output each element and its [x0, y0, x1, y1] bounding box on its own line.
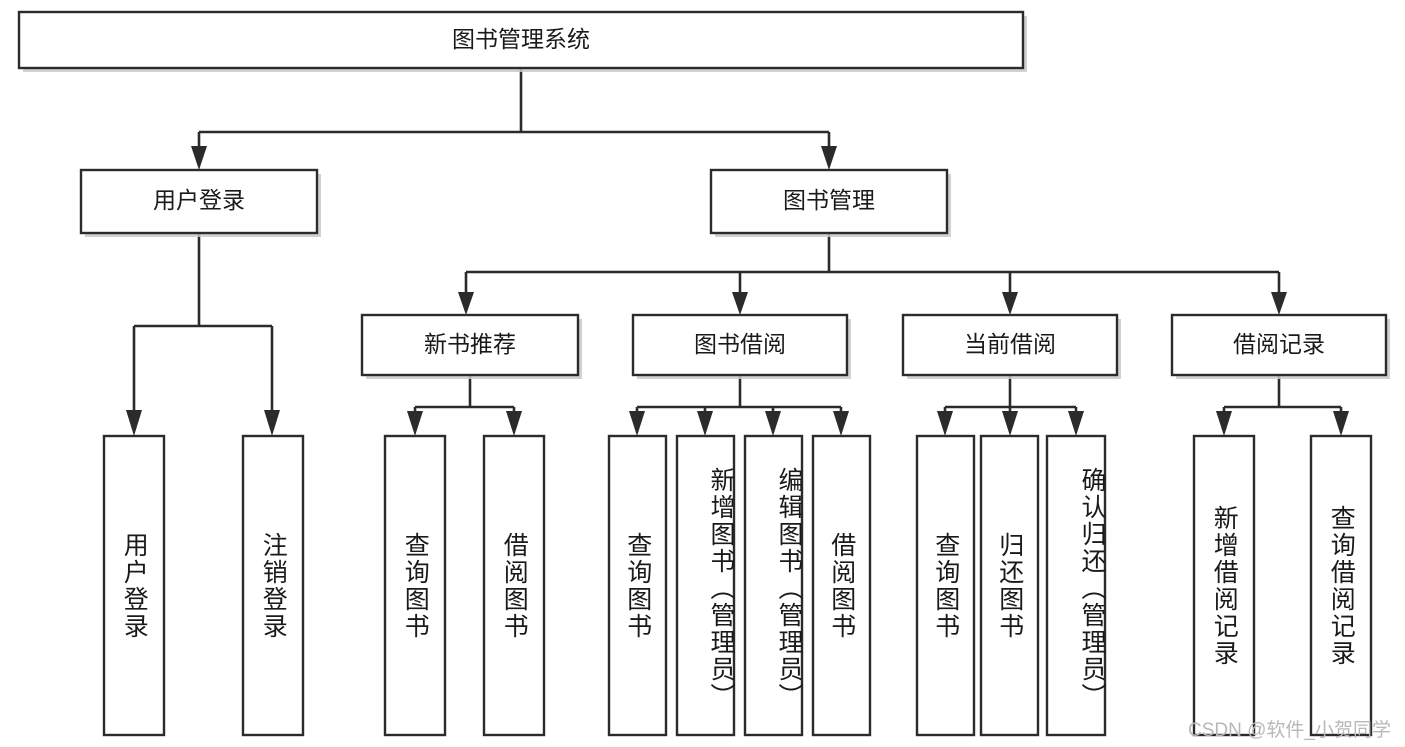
arrow-head-leaf-borrow-book — [833, 411, 849, 436]
node-leaf-add-borrow-record-rect[interactable] — [1192, 434, 1256, 737]
node-leaf-return-book-rect[interactable] — [979, 434, 1040, 737]
node-current-borrow[interactable]: 当前借阅 — [901, 313, 1121, 379]
node-leaf-borrow-book-new-rect[interactable] — [482, 434, 546, 737]
node-borrow-record[interactable]: 借阅记录 — [1170, 313, 1390, 379]
node-leaf-edit-book-admin-rect[interactable] — [743, 434, 804, 737]
arrow-head-leaf-user-login — [126, 410, 142, 436]
node-leaf-add-book-admin-rect[interactable] — [675, 434, 736, 737]
arrow-head-leaf-edit-book-admin — [765, 411, 781, 436]
node-book-borrow[interactable]: 图书借阅 — [631, 313, 851, 379]
node-leaf-user-login-rect[interactable] — [102, 434, 166, 737]
node-user-login[interactable]: 用户登录 — [79, 168, 321, 237]
node-root[interactable]: 图书管理系统 — [17, 10, 1027, 72]
node-borrow-record-label: 借阅记录 — [1233, 331, 1325, 357]
watermark-text: CSDN @软件_小贺同学 — [1188, 720, 1391, 741]
node-new-book-recommend-rect[interactable] — [360, 313, 580, 377]
node-leaf-query-book-current-rect[interactable] — [915, 434, 976, 737]
node-layer: 图书管理系统 用户登录 图书管理 新书推荐 — [17, 10, 1390, 737]
node-leaf-logout-rect[interactable] — [241, 434, 305, 737]
leaf-rect-layer — [102, 434, 1373, 737]
node-book-borrow-label: 图书借阅 — [694, 331, 786, 357]
node-book-borrow-rect[interactable] — [631, 313, 849, 377]
node-borrow-record-rect[interactable] — [1170, 313, 1388, 377]
arrow-head-leaf-add-book-admin — [697, 411, 713, 436]
connector-layer — [126, 68, 1349, 436]
node-leaf-confirm-return-admin-rect[interactable] — [1045, 434, 1107, 737]
arrow-head-new-book-recommend — [458, 292, 474, 315]
arrow-head-user-login — [191, 146, 207, 170]
arrow-head-book-borrow — [732, 292, 748, 315]
arrow-head-leaf-query-book-new — [407, 411, 423, 436]
arrow-head-leaf-query-book-current — [937, 411, 953, 436]
arrow-head-borrow-record — [1271, 292, 1287, 315]
arrow-head-leaf-add-borrow-record — [1216, 411, 1232, 436]
node-leaf-borrow-book-rect[interactable] — [811, 434, 872, 737]
arrow-head-leaf-query-book-borrow — [629, 411, 645, 436]
node-root-rect[interactable] — [17, 10, 1025, 70]
arrow-head-leaf-borrow-book-new — [506, 411, 522, 436]
node-book-manage[interactable]: 图书管理 — [709, 168, 951, 237]
arrow-head-leaf-confirm-return-admin — [1068, 411, 1084, 436]
node-leaf-query-borrow-record-rect[interactable] — [1309, 434, 1373, 737]
node-current-borrow-rect[interactable] — [901, 313, 1119, 377]
node-user-login-rect[interactable] — [79, 168, 319, 235]
node-leaf-query-book-new-rect[interactable] — [383, 434, 447, 737]
node-user-login-label: 用户登录 — [153, 187, 245, 213]
node-current-borrow-label: 当前借阅 — [964, 331, 1056, 357]
arrow-head-leaf-query-borrow-record — [1333, 411, 1349, 436]
node-book-manage-label: 图书管理 — [783, 187, 875, 213]
arrow-head-leaf-return-book — [1002, 411, 1018, 436]
arrow-head-book-manage — [821, 146, 837, 170]
arrow-head-leaf-logout — [264, 410, 280, 436]
node-leaf-query-book-borrow-rect[interactable] — [607, 434, 668, 737]
arrow-head-current-borrow — [1002, 292, 1018, 315]
node-book-manage-rect[interactable] — [709, 168, 949, 235]
node-new-book-recommend[interactable]: 新书推荐 — [360, 313, 582, 379]
node-root-label: 图书管理系统 — [452, 26, 590, 52]
node-new-book-recommend-label: 新书推荐 — [424, 331, 516, 357]
